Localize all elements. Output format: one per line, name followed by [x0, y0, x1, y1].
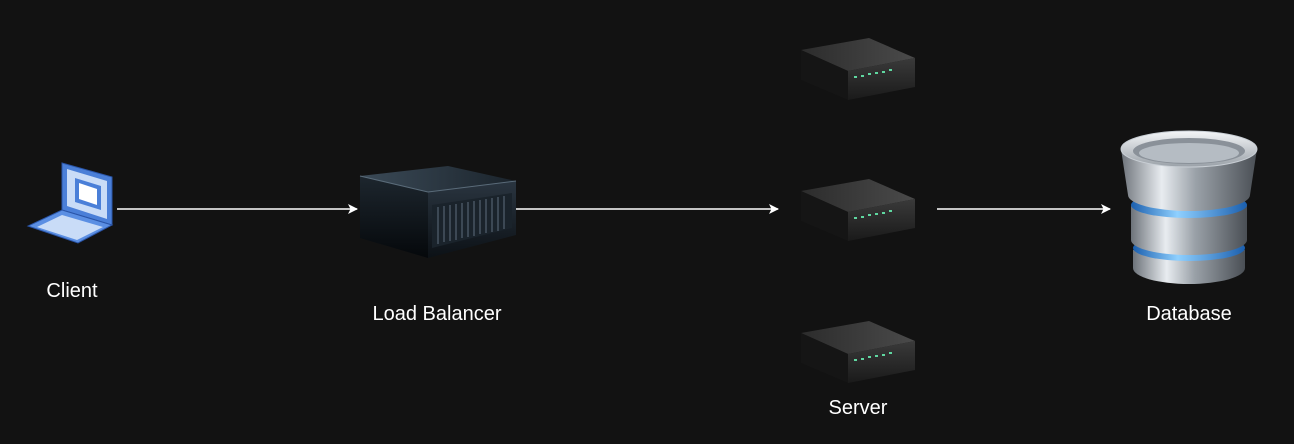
server-box-icon — [801, 321, 915, 383]
server-box-icon — [801, 179, 915, 241]
node-label-load-balancer: Load Balancer — [372, 303, 502, 325]
laptop-icon — [26, 162, 114, 244]
rack-server-icon — [359, 166, 517, 258]
database-cylinder-icon — [1120, 130, 1258, 284]
node-label-client: Client — [46, 280, 98, 302]
server-box-icon — [801, 38, 915, 100]
node-label-server: Server — [828, 397, 888, 419]
node-label-database: Database — [1146, 303, 1232, 325]
